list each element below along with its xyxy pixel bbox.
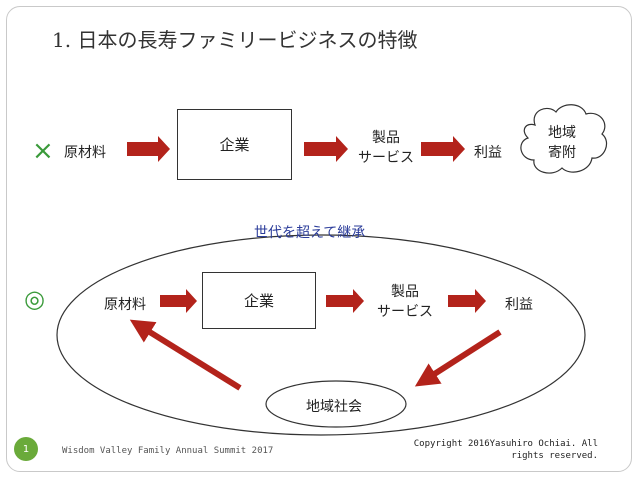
copyright-line2: rights reserved. — [511, 451, 598, 461]
arrow-top-2 — [304, 136, 348, 162]
bottom-product-line2: サービス — [377, 304, 433, 320]
cloud-line1: 地域 — [548, 125, 576, 141]
bottom-product-label: 製品 サービス — [372, 282, 438, 322]
arrow-bottom-2 — [326, 289, 364, 313]
arrow-top-3 — [421, 136, 465, 162]
copyright-line1: Copyright 2016Yasuhiro Ochiai. All — [413, 439, 598, 449]
top-arrows — [127, 136, 465, 162]
event-footer: Wisdom Valley Family Annual Summit 2017 — [62, 446, 274, 456]
top-company-label: 企業 — [219, 136, 250, 154]
slide-frame — [6, 6, 632, 472]
bottom-input-label: 原材料 — [104, 297, 146, 313]
bottom-profit-label: 利益 — [505, 297, 533, 313]
top-product-label: 製品 サービス — [354, 128, 418, 168]
double-circle-mark-icon: ◎ — [24, 285, 45, 313]
top-company-box: 企業 — [177, 109, 292, 180]
community-label: 地域社会 — [306, 399, 362, 415]
arrow-profit-to-community — [414, 329, 502, 387]
bottom-product-line1: 製品 — [391, 284, 419, 300]
cloud-line2: 寄附 — [548, 145, 576, 161]
top-profit-label: 利益 — [474, 145, 502, 161]
cycle-ellipse — [56, 234, 586, 436]
top-product-line1: 製品 — [372, 130, 400, 146]
copyright-footer: Copyright 2016Yasuhiro Ochiai. All right… — [414, 438, 598, 462]
cross-mark-icon: × — [32, 136, 54, 166]
cycle-subtitle: 世代を超えて継承 — [254, 225, 366, 241]
slide-title: 1. 日本の長寿ファミリービジネスの特徴 — [52, 28, 418, 52]
bottom-company-label: 企業 — [243, 292, 274, 310]
arrow-bottom-3 — [448, 289, 486, 313]
arrow-top-1 — [127, 136, 170, 162]
top-product-line2: サービス — [358, 150, 414, 166]
bottom-arrows — [129, 289, 502, 391]
community-ellipse — [265, 380, 407, 428]
cloud-shape — [520, 104, 607, 174]
page-number-badge: 1 — [14, 437, 38, 461]
top-input-label: 原材料 — [64, 145, 106, 161]
cloud-label: 地域 寄附 — [534, 123, 590, 163]
arrow-bottom-1 — [160, 289, 197, 313]
arrow-community-to-input — [129, 319, 242, 391]
bottom-company-box: 企業 — [202, 272, 316, 329]
